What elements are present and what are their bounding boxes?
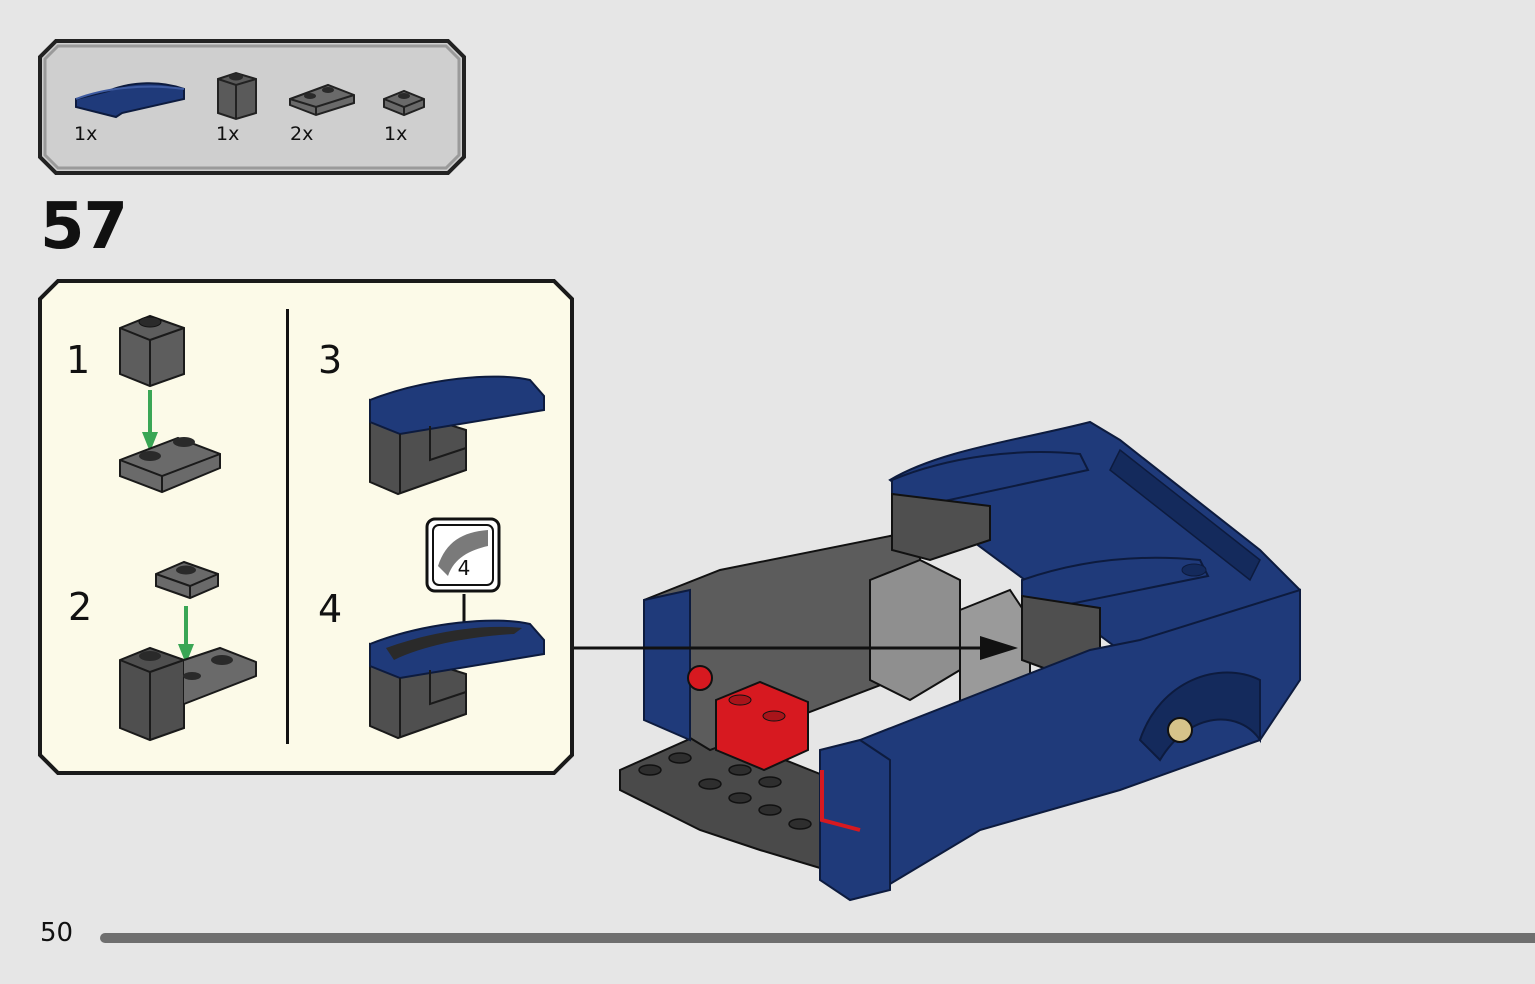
substep-divider: [286, 309, 289, 744]
substep-1-illustration: [119, 314, 221, 494]
trans-black-brick-icon: [217, 71, 257, 121]
part-quantity: 1x: [384, 123, 408, 145]
part-quantity: 2x: [290, 123, 314, 145]
step-number: 57: [40, 190, 128, 264]
substep-number: 2: [68, 585, 93, 629]
blue-curved-slope-icon: [75, 82, 185, 119]
part-quantity: 1x: [74, 123, 98, 145]
part-quantity: 1x: [216, 123, 240, 145]
page-progress-bar: [100, 933, 1535, 943]
trans-black-plate-1x1-icon: [383, 89, 425, 117]
substep-number: 1: [66, 338, 91, 382]
sticker-number: 4: [457, 556, 471, 580]
substep-number: 4: [318, 587, 343, 631]
page-number: 50: [40, 918, 74, 948]
substep-2-illustration: [119, 560, 257, 742]
substep-number: 3: [318, 338, 343, 382]
trans-black-plate-1x2-icon: [289, 83, 355, 117]
substep-4-illustration: [369, 619, 545, 740]
sticker-callout: [425, 517, 501, 633]
parts-list-box: 1x 1x 2x 1x: [38, 39, 466, 175]
substep-3-illustration: [369, 375, 545, 496]
car-model-illustration: [574, 420, 1301, 902]
